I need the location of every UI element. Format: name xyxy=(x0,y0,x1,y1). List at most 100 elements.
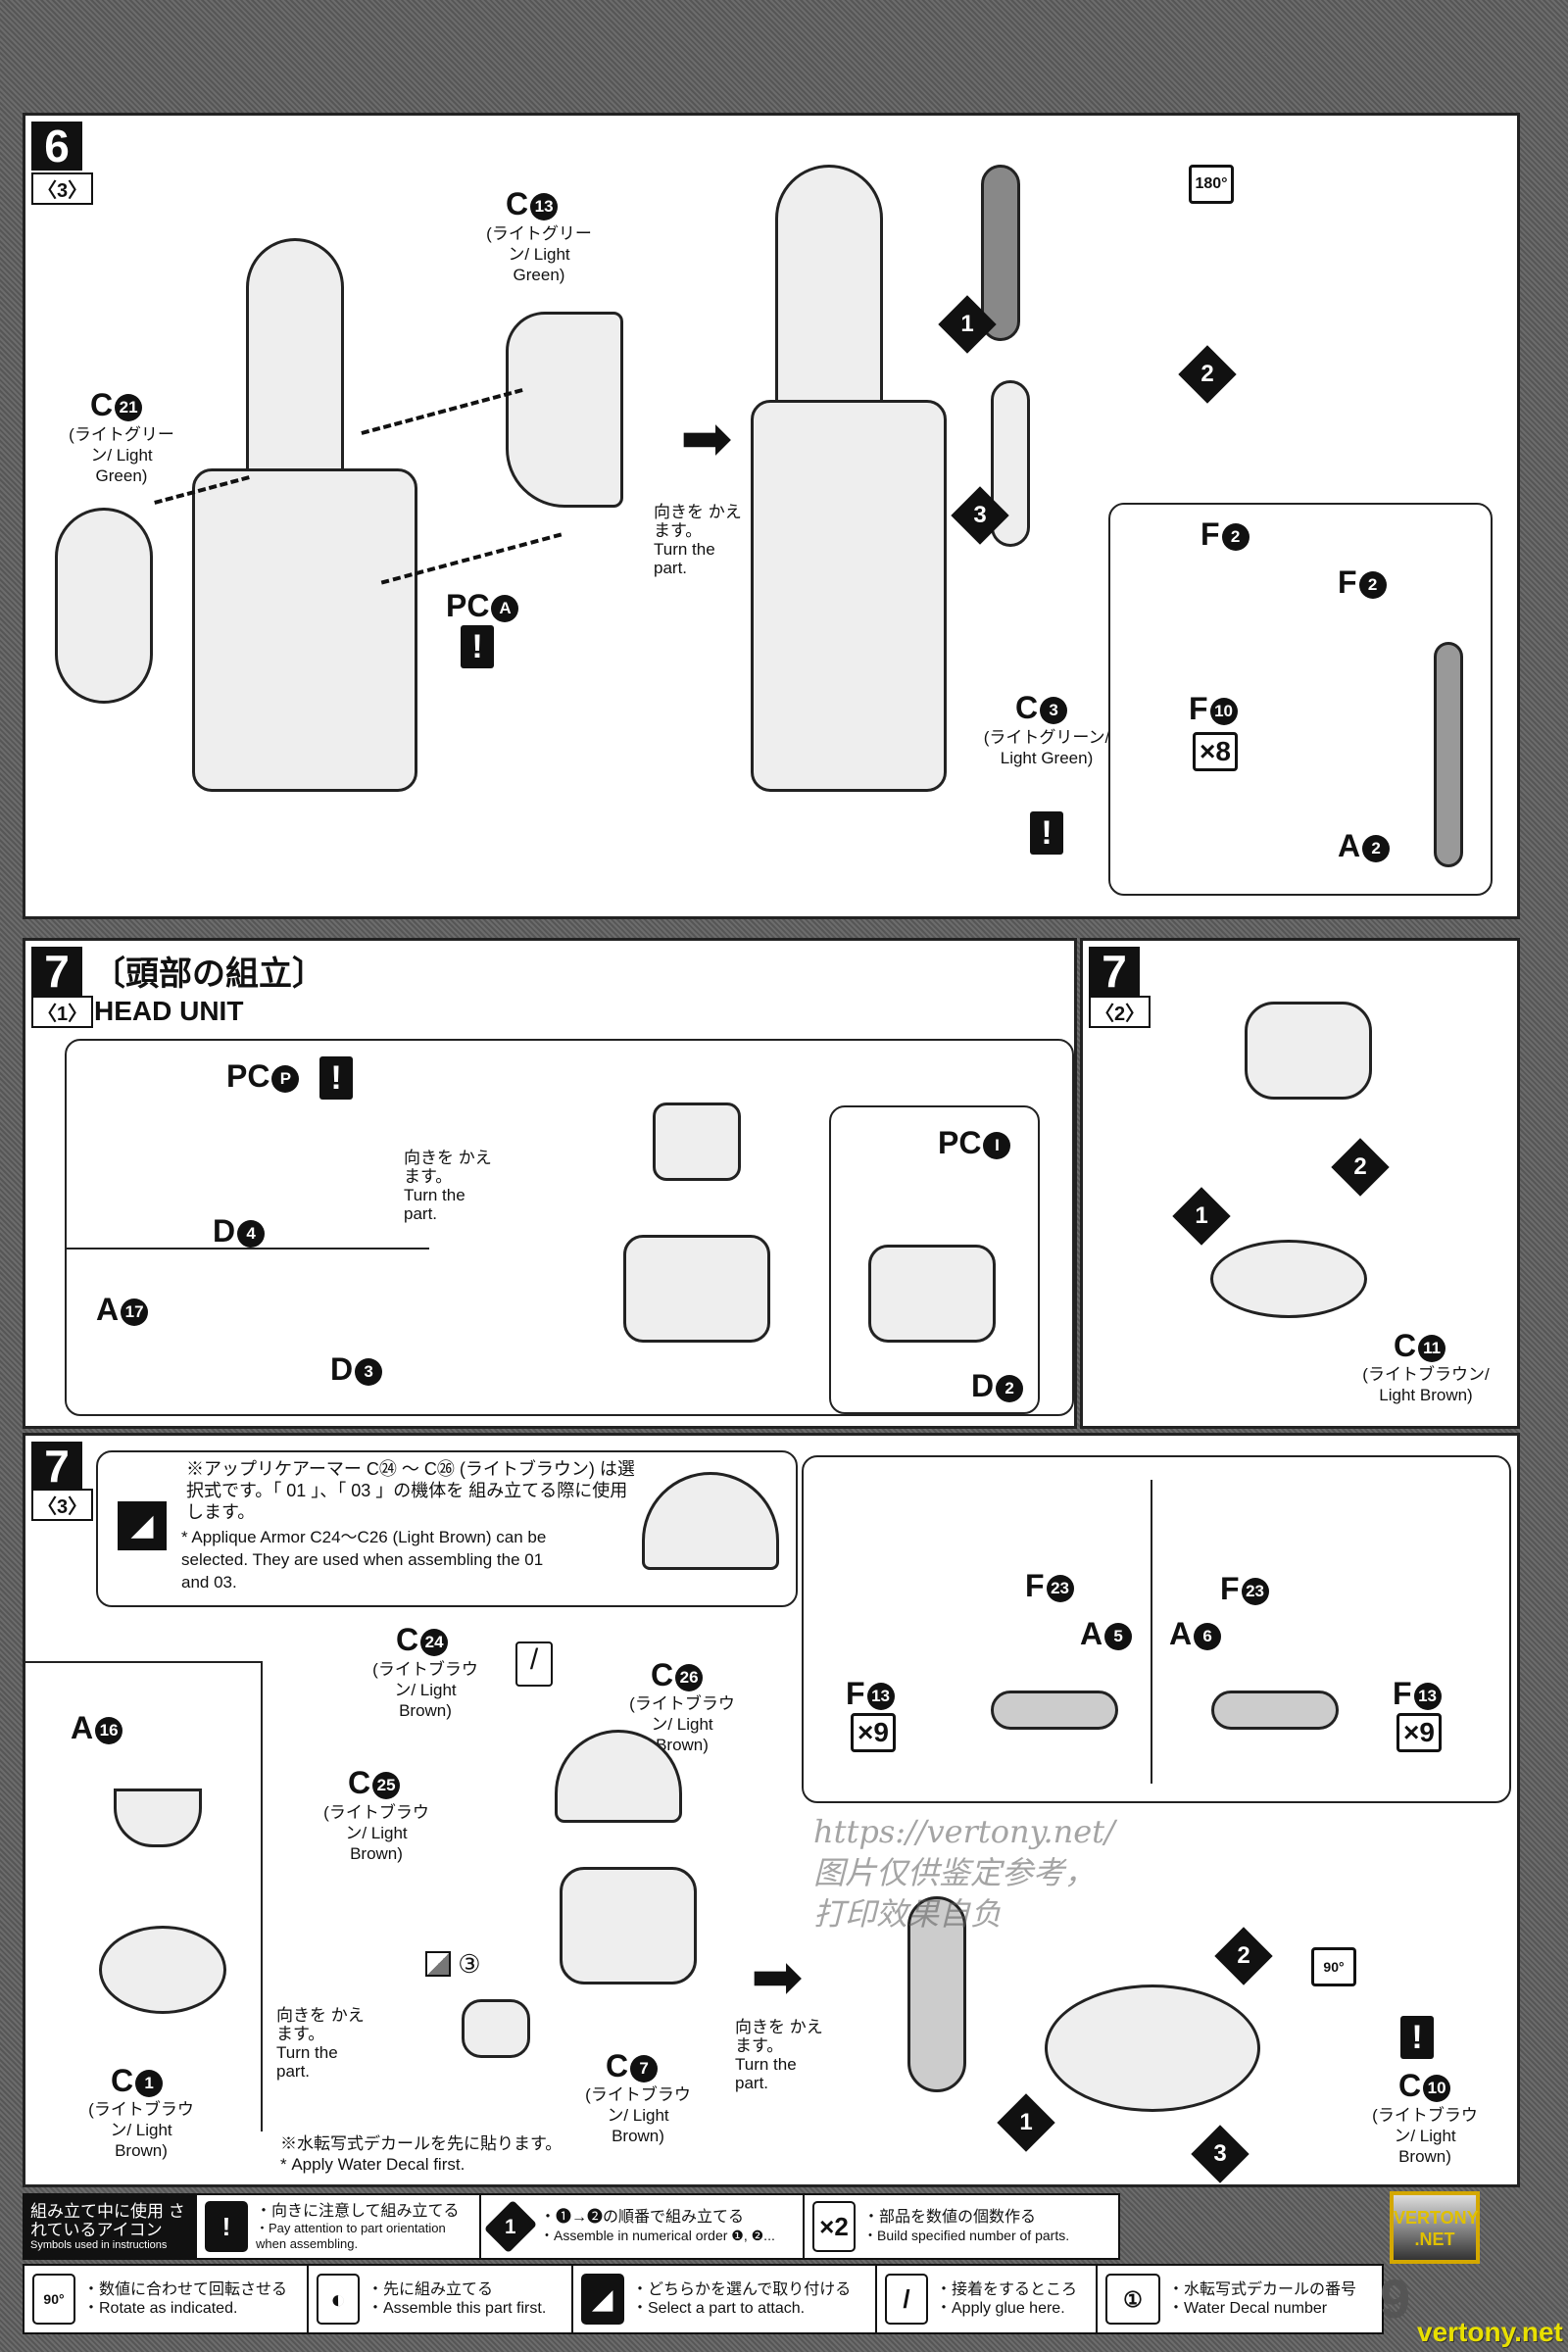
turn-part-note: 向きを かえます。Turn the part. xyxy=(654,503,742,577)
applique-note-box: ◢ ※アップリケアーマー C㉔ ～ C㉖ (ライトブラウン) は選択式です。「 … xyxy=(96,1450,798,1607)
water-decal-number: ③ xyxy=(425,1949,481,1980)
orientation-warning-icon: ! xyxy=(319,1056,353,1100)
legend-item: 1・❶→❷の順番で組み立てる・Assemble in numerical ord… xyxy=(481,2195,805,2258)
armor-part-drawing xyxy=(55,508,153,704)
legend-item: !・向きに注意して組み立てる・Pay attention to part ori… xyxy=(197,2195,481,2258)
substep-label: 〈3〉 xyxy=(31,1489,94,1521)
part-color: (ライトブラウン/ Light Brown) xyxy=(585,2085,691,2145)
step-order-3: 3 xyxy=(1191,2125,1250,2183)
legend-item: ◐・先に組み立てる・Assemble this part first. xyxy=(309,2266,573,2332)
part-color: (ライトグリーン/ Light Green) xyxy=(983,728,1110,767)
step-order-2: 2 xyxy=(1214,1927,1273,1985)
watermark-text: 打印效果自负 xyxy=(813,1895,1003,1933)
part-color: (ライトブラウン/ Light Brown) xyxy=(372,1660,478,1720)
section-title-en: HEAD UNIT xyxy=(94,996,244,1026)
section-title-ja: 〔頭部の組立〕 xyxy=(92,956,325,993)
select-part-icon: ◢ xyxy=(118,1501,167,1550)
orientation-warning-icon: ! xyxy=(461,625,494,668)
body-drawing xyxy=(751,400,947,792)
head-drawing xyxy=(1245,1002,1372,1100)
part-color: (ライトグリーン/ Light Green) xyxy=(486,224,592,284)
hose-drawing xyxy=(1211,1690,1339,1730)
head-frame-drawing xyxy=(868,1245,996,1343)
head-frame-drawing xyxy=(653,1102,741,1181)
armor-part-drawing xyxy=(506,312,623,508)
legend-item: /・接着をするところ・Apply glue here. xyxy=(877,2266,1098,2332)
neck-base-drawing xyxy=(99,1926,226,2014)
step-number: 7 xyxy=(31,947,82,996)
count-multiplier: ×9 xyxy=(851,1713,896,1752)
substep-label: 〈3〉 xyxy=(31,172,94,205)
decal-note: ※水転写式デカールを先に貼ります。* Apply Water Decal fir… xyxy=(280,2134,563,2174)
part-color: (ライトブラウン/ Light Brown) xyxy=(323,1803,429,1863)
step-order-2: 2 xyxy=(1331,1138,1390,1197)
watermark-url: https://vertony.net/ xyxy=(813,1813,1115,1850)
step-order-1: 1 xyxy=(997,2093,1055,2152)
body-drawing xyxy=(246,238,344,503)
rotate-180-icon: 180° xyxy=(1189,165,1234,204)
count-multiplier: ×9 xyxy=(1396,1713,1442,1752)
hose-drawing xyxy=(907,1896,966,2092)
watermark-site: vertony.net xyxy=(1417,2317,1563,2347)
step-number: 6 xyxy=(31,122,82,171)
step-number: 7 xyxy=(31,1442,82,1491)
turn-part-note: 向きを かえます。Turn the part. xyxy=(735,2018,823,2092)
assemble-first-icon: ◐ xyxy=(317,2274,360,2325)
turn-arrow-icon: ➡ xyxy=(751,1941,804,2012)
body-drawing xyxy=(775,165,883,429)
step-number: 7 xyxy=(1089,947,1140,996)
rotate-90-icon: 90° xyxy=(1311,1947,1356,1986)
icon-legend-row-2: 90°・数値に合わせて回転させる・Rotate as indicated. ◐・… xyxy=(23,2264,1384,2334)
hose-subassembly-box xyxy=(802,1455,1511,1803)
vertony-logo: VERTONY.NET xyxy=(1390,2191,1480,2264)
head-frame-drawing xyxy=(623,1235,770,1343)
turn-part-note: 向きを かえます。Turn the part. xyxy=(276,2006,365,2081)
rotate-icon: 90° xyxy=(32,2274,75,2325)
part-color: (ライトブラウン/ Light Brown) xyxy=(1372,2106,1478,2166)
step-order-2: 2 xyxy=(1178,345,1237,404)
turn-arrow-icon: ➡ xyxy=(680,403,733,473)
multiplier-icon: ×2 xyxy=(812,2201,856,2252)
legend-item: ×2・部品を数値の個数作る・Build specified number of … xyxy=(805,2195,1118,2258)
part-color: (ライトグリーン/ Light Green) xyxy=(69,425,174,485)
decal-icon xyxy=(425,1951,451,1977)
part-color: (ライトブラウン/ Light Brown) xyxy=(88,2100,194,2160)
page-number: 9 xyxy=(1380,2268,1411,2329)
water-decal-icon: ① xyxy=(1105,2274,1160,2325)
substep-label: 〈1〉 xyxy=(31,996,94,1028)
legend-item: ①・水転写式デカールの番号・Water Decal number xyxy=(1098,2266,1382,2332)
hose-drawing xyxy=(991,380,1030,547)
part-color: (ライトブラウン/ Light Brown) xyxy=(1362,1365,1490,1404)
orientation-warning-icon: ! xyxy=(1400,2016,1434,2059)
substep-label: 〈2〉 xyxy=(1089,996,1152,1028)
step-order-1: 1 xyxy=(938,295,997,354)
head-drawing xyxy=(560,1867,697,1984)
